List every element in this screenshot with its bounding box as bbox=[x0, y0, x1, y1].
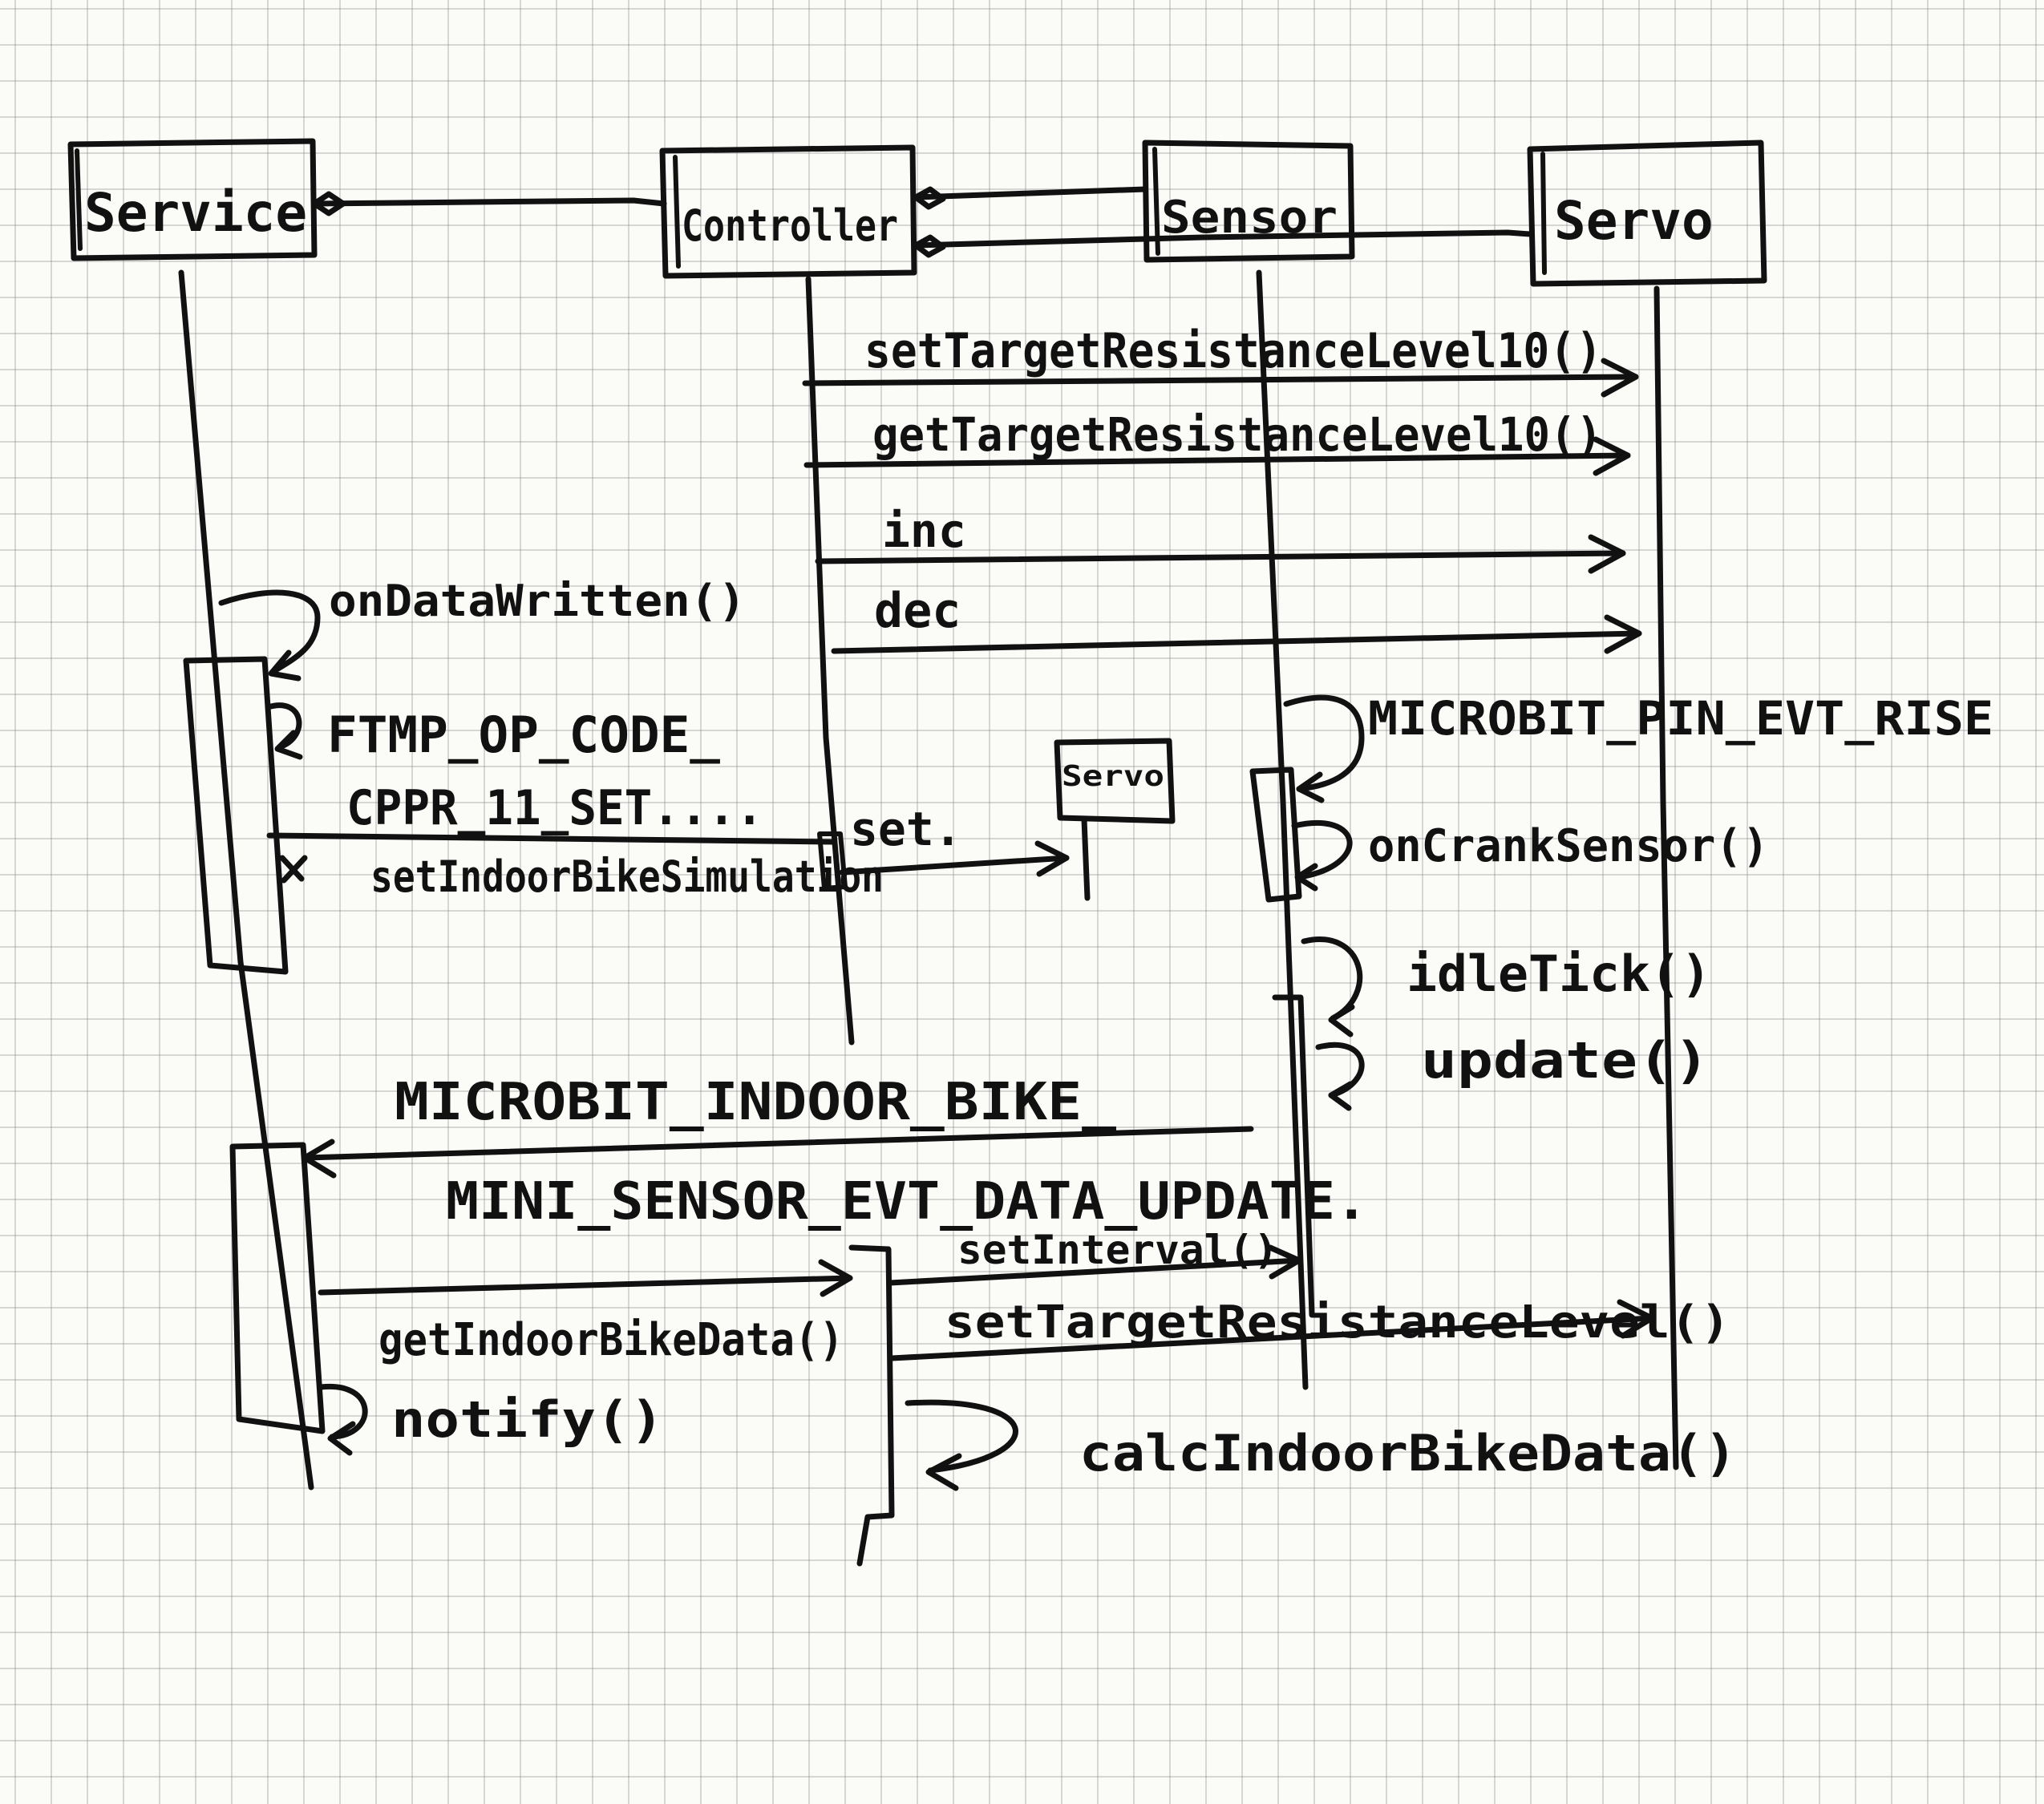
message-label: MINI_SENSOR_EVT_DATA_UPDATE. bbox=[446, 1172, 1368, 1232]
message-label: getTargetResistanceLevel10() bbox=[872, 407, 1602, 462]
controller-activation-1 bbox=[817, 831, 848, 891]
participant-controller-label: Controller bbox=[682, 200, 898, 251]
message-data-update-event: MICROBIT_INDOOR_BIKE_ MINI_SENSOR_EVT_DA… bbox=[302, 1073, 1368, 1232]
participant-servo-small: Servo bbox=[1054, 738, 1176, 901]
message-set-interval: setInterval() bbox=[887, 1227, 1302, 1286]
sensor-activation-1 bbox=[1249, 766, 1302, 903]
controller-activation-2 bbox=[848, 1244, 895, 1567]
message-ftmp-op-code: FTMP_OP_CODE_ CPPR_11_SET.... bbox=[265, 702, 763, 836]
message-idle-tick: idleTick() bbox=[1301, 936, 1711, 1038]
message-label: set. bbox=[850, 802, 962, 856]
message-label: update() bbox=[1421, 1031, 1710, 1090]
participant-controller: Controller bbox=[659, 144, 917, 279]
message-calc-indoor-bike-data: calcIndoorBikeData() bbox=[905, 1399, 1737, 1491]
message-label: MICROBIT_INDOOR_BIKE_ bbox=[395, 1073, 1117, 1132]
message-label: FTMP_OP_CODE_ bbox=[327, 706, 721, 764]
message-label: setTargetResistanceLevel() bbox=[945, 1296, 1730, 1349]
activation-bars bbox=[183, 656, 1315, 1567]
participant-servo-label: Servo bbox=[1554, 190, 1714, 252]
message-inc: inc bbox=[815, 504, 1626, 574]
message-on-crank-sensor: onCrankSensor() bbox=[1291, 819, 1769, 892]
message-label: onCrankSensor() bbox=[1368, 820, 1769, 872]
participant-servo-small-label: Servo bbox=[1062, 760, 1164, 793]
message-label: onDataWritten() bbox=[329, 576, 746, 626]
message-label: inc bbox=[882, 504, 966, 558]
controller-lifeline bbox=[805, 276, 855, 1046]
message-update: update() bbox=[1315, 1031, 1710, 1111]
message-label: setInterval() bbox=[957, 1227, 1278, 1273]
association-lines bbox=[311, 186, 1533, 258]
servo-lifeline bbox=[1653, 285, 1679, 1470]
message-get-target-resistance-level: getTargetResistanceLevel10() bbox=[803, 407, 1631, 476]
lifelines bbox=[178, 269, 1679, 1491]
participant-service: Service bbox=[67, 138, 318, 261]
participant-servo: Servo bbox=[1527, 140, 1767, 287]
message-set: set. bbox=[839, 802, 1070, 877]
message-set-target-resistance-level: setTargetResistanceLevel10() bbox=[802, 323, 1639, 398]
service-activation-2 bbox=[229, 1142, 326, 1434]
message-label: dec bbox=[874, 583, 961, 639]
participant-service-label: Service bbox=[84, 182, 307, 244]
message-label: MICROBIT_PIN_EVT_RISE bbox=[1368, 691, 1993, 746]
message-label: getIndoorBikeData() bbox=[378, 1314, 844, 1366]
message-dec: dec bbox=[831, 583, 1642, 654]
servo-small-lifeline bbox=[1081, 816, 1091, 901]
service-lifeline bbox=[178, 269, 314, 1491]
participant-sensor: Sensor bbox=[1142, 140, 1355, 263]
message-set-indoor-bike-simulation: setIndoorBikeSimulation bbox=[266, 832, 884, 902]
message-label: setTargetResistanceLevel10() bbox=[864, 323, 1602, 379]
message-label: setIndoorBikeSimulation bbox=[370, 851, 884, 902]
sensor-lifeline bbox=[1256, 269, 1309, 1390]
message-pin-evt-rise: MICROBIT_PIN_EVT_RISE bbox=[1283, 691, 1993, 803]
message-set-target-resistance-level-2: setTargetResistanceLevel() bbox=[888, 1296, 1730, 1361]
message-label: CPPR_11_SET.... bbox=[346, 780, 763, 836]
message-on-data-written: onDataWritten() bbox=[218, 576, 746, 682]
message-get-indoor-bike-data: getIndoorBikeData() bbox=[318, 1259, 853, 1366]
sensor-activation-2 bbox=[1272, 994, 1315, 1318]
message-label: notify() bbox=[391, 1390, 664, 1449]
service-activation-1 bbox=[183, 656, 289, 975]
message-label: calcIndoorBikeData() bbox=[1079, 1424, 1737, 1482]
message-notify: notify() bbox=[318, 1383, 664, 1456]
message-label: idleTick() bbox=[1407, 944, 1711, 1003]
